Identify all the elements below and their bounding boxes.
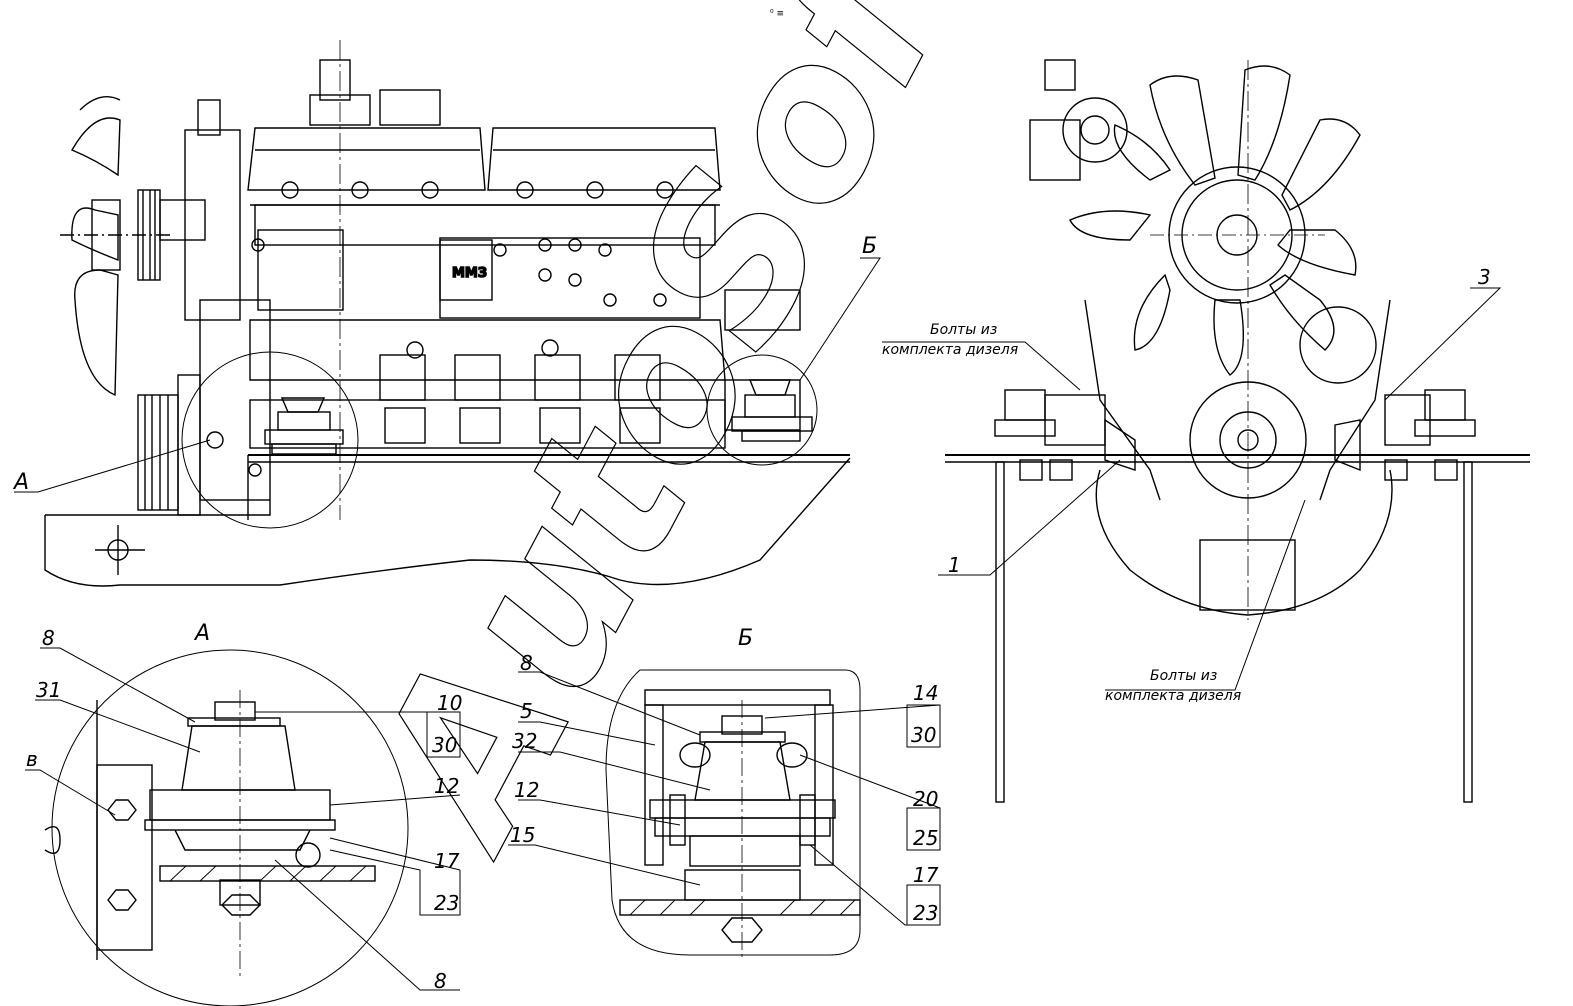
side-frame [44,454,851,587]
detail-b-callout-15: 15 [510,823,535,847]
detail-a-view [44,649,409,1006]
detail-a-callout-8-bottom: 8 [434,969,447,993]
detail-b-hatch [629,899,856,916]
detail-a-bolt-lower [107,889,137,911]
detail-b-callout-8: 8 [520,651,533,675]
side-marker-a: А [12,470,29,495]
detail-a-marker-circle [181,351,359,529]
detail-b-leaders [508,671,941,926]
detail-a-callout-23: 23 [434,891,459,915]
detail-b-outline [605,669,861,956]
detail-b-marker-circle [706,354,818,466]
bolts-note-top-line1: Болты из [930,322,997,338]
front-turbo [1029,59,1128,181]
front-view-leaders [882,287,1502,691]
front-block [1084,60,1393,620]
bolts-note-top-line2: комплекта дизеля [882,342,1018,358]
front-frame [945,454,1530,803]
detail-b-callout-5: 5 [520,699,533,723]
side-engine-block [249,204,801,449]
side-pulleys [137,189,201,516]
watermark: AutoSoft [321,0,1038,886]
side-rear-mount [731,379,813,442]
detail-b-callout-23: 23 [913,901,938,925]
side-fan [60,96,170,397]
bolts-note-bottom-line2: комплекта дизеля [1105,688,1241,704]
detail-b-title: Б [738,626,753,651]
detail-b-callout-17: 17 [913,863,939,887]
detail-a-callout-v: в [26,747,38,771]
detail-a-hatch [169,865,367,882]
detail-a-callout-31: 31 [36,678,61,702]
front-view-engine [945,59,1530,803]
detail-a-callout-17: 17 [434,849,460,873]
front-fan [1069,65,1361,376]
detail-a-title: А [193,621,210,646]
front-callout-1: 1 [948,553,961,577]
front-right-mount [1334,389,1476,481]
side-marker-b: Б [862,234,877,259]
detail-a-leaders [25,647,461,991]
front-callout-3: 3 [1478,265,1491,289]
detail-a-callout-10: 10 [437,691,462,715]
detail-b-mount [619,700,861,960]
detail-b-callout-12: 12 [514,778,539,802]
detail-b-callout-30: 30 [911,723,936,747]
side-front-housing [159,99,271,501]
side-view-markers [14,257,881,493]
detail-a-bolt-upper [107,799,137,821]
side-front-mount [264,397,344,455]
detail-a-circle [51,649,409,1006]
detail-b-view [605,669,861,960]
detail-b-callout-14: 14 [913,681,938,705]
bolts-note-bottom-line1: Болты из [1150,668,1217,684]
detail-a-callout-8-top: 8 [42,626,55,650]
top-mark: ⁰ ≡ [770,9,784,19]
side-view-engine: ММЗ [44,40,851,587]
detail-a-callout-30: 30 [432,733,457,757]
side-engine-label: ММЗ [452,266,487,281]
detail-a-callout-12: 12 [434,774,459,798]
detail-b-callout-25: 25 [913,826,938,850]
front-left-mount [994,389,1136,481]
watermark-text: AutoSoft [321,0,1037,886]
detail-b-callout-32: 32 [512,729,537,753]
detail-b-callout-20: 20 [913,787,938,811]
